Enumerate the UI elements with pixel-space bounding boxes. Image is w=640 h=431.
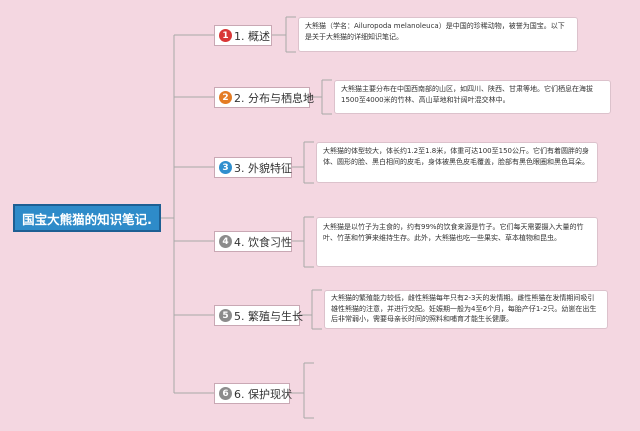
number-badge-icon: 1 <box>219 29 232 42</box>
branch-1-overview[interactable]: 1 1. 概述 <box>214 25 272 46</box>
branch-label: 2. 分布与栖息地 <box>234 91 314 105</box>
note-conservation[interactable] <box>316 363 516 418</box>
note-overview[interactable]: 大熊猫（学名：Ailuropoda melanoleuca）是中国的珍稀动物，被… <box>298 17 578 52</box>
root-topic[interactable]: 国宝大熊猫的知识笔记. <box>13 204 161 232</box>
number-badge-icon: 4 <box>219 235 232 248</box>
number-badge-icon: 2 <box>219 91 232 104</box>
number-badge-icon: 3 <box>219 161 232 174</box>
branch-6-conservation[interactable]: 6 6. 保护现状 <box>214 383 292 404</box>
note-diet[interactable]: 大熊猫是以竹子为主食的，约有99%的饮食来源是竹子。它们每天需要摄入大量的竹叶、… <box>316 217 598 267</box>
branch-2-distribution[interactable]: 2 2. 分布与栖息地 <box>214 87 314 108</box>
note-appearance[interactable]: 大熊猫的体型较大，体长约1.2至1.8米，体重可达100至150公斤。它们有着圆… <box>316 142 598 183</box>
number-badge-icon: 5 <box>219 309 232 322</box>
note-reproduction[interactable]: 大熊猫的繁殖能力较低，雌性熊猫每年只有2-3天的发情期。雌性熊猫在发情期间吸引雄… <box>324 290 608 329</box>
note-distribution[interactable]: 大熊猫主要分布在中国西南部的山区，如四川、陕西、甘肃等地。它们栖息在海拔1500… <box>334 80 611 114</box>
branch-3-appearance[interactable]: 3 3. 外貌特征 <box>214 157 292 178</box>
branch-label: 3. 外貌特征 <box>234 161 292 175</box>
branch-label: 5. 繁殖与生长 <box>234 309 303 323</box>
branch-label: 4. 饮食习性 <box>234 235 292 249</box>
number-badge-icon: 6 <box>219 387 232 400</box>
branch-label: 6. 保护现状 <box>234 387 292 401</box>
branch-label: 1. 概述 <box>234 29 270 43</box>
branch-5-reproduction[interactable]: 5 5. 繁殖与生长 <box>214 305 303 326</box>
branch-4-diet[interactable]: 4 4. 饮食习性 <box>214 231 292 252</box>
